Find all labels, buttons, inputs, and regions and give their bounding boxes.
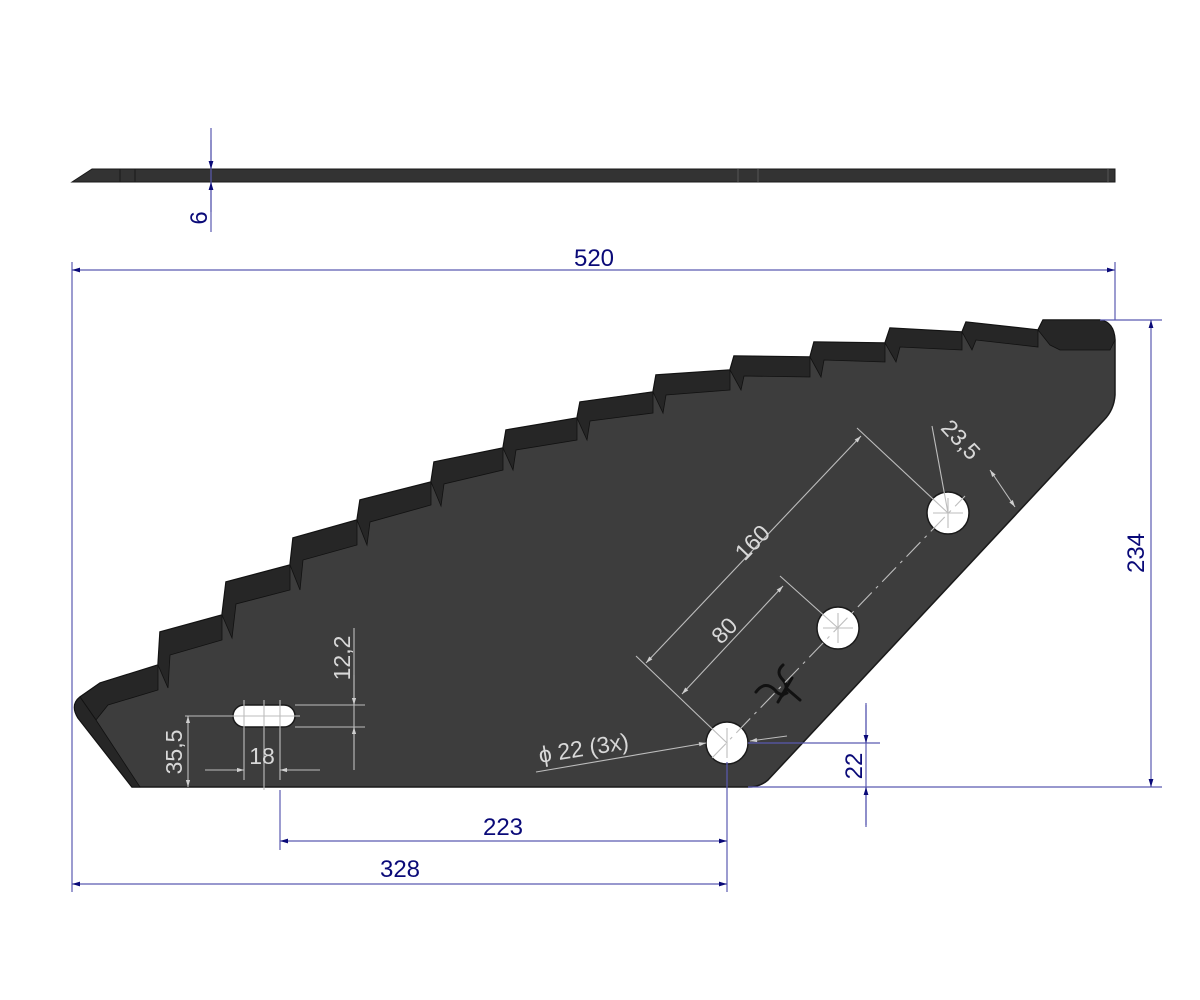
- outer-dimensions: 520 234 22 223 328: [71, 245, 1162, 892]
- side-view: 6: [70, 128, 1116, 232]
- dim-35-5: 35,5: [161, 730, 187, 775]
- dim-234: 234: [1123, 533, 1150, 573]
- dim-18: 18: [249, 743, 275, 769]
- thickness-label: 6: [186, 211, 213, 224]
- blade-outline: [73, 319, 1116, 788]
- dim-12-2: 12,2: [329, 636, 355, 681]
- dim-328: 328: [380, 856, 420, 883]
- dim-520: 520: [574, 245, 614, 272]
- dim-22: 22: [841, 753, 868, 780]
- dim-223: 223: [483, 814, 523, 841]
- blade-body: [73, 319, 1116, 788]
